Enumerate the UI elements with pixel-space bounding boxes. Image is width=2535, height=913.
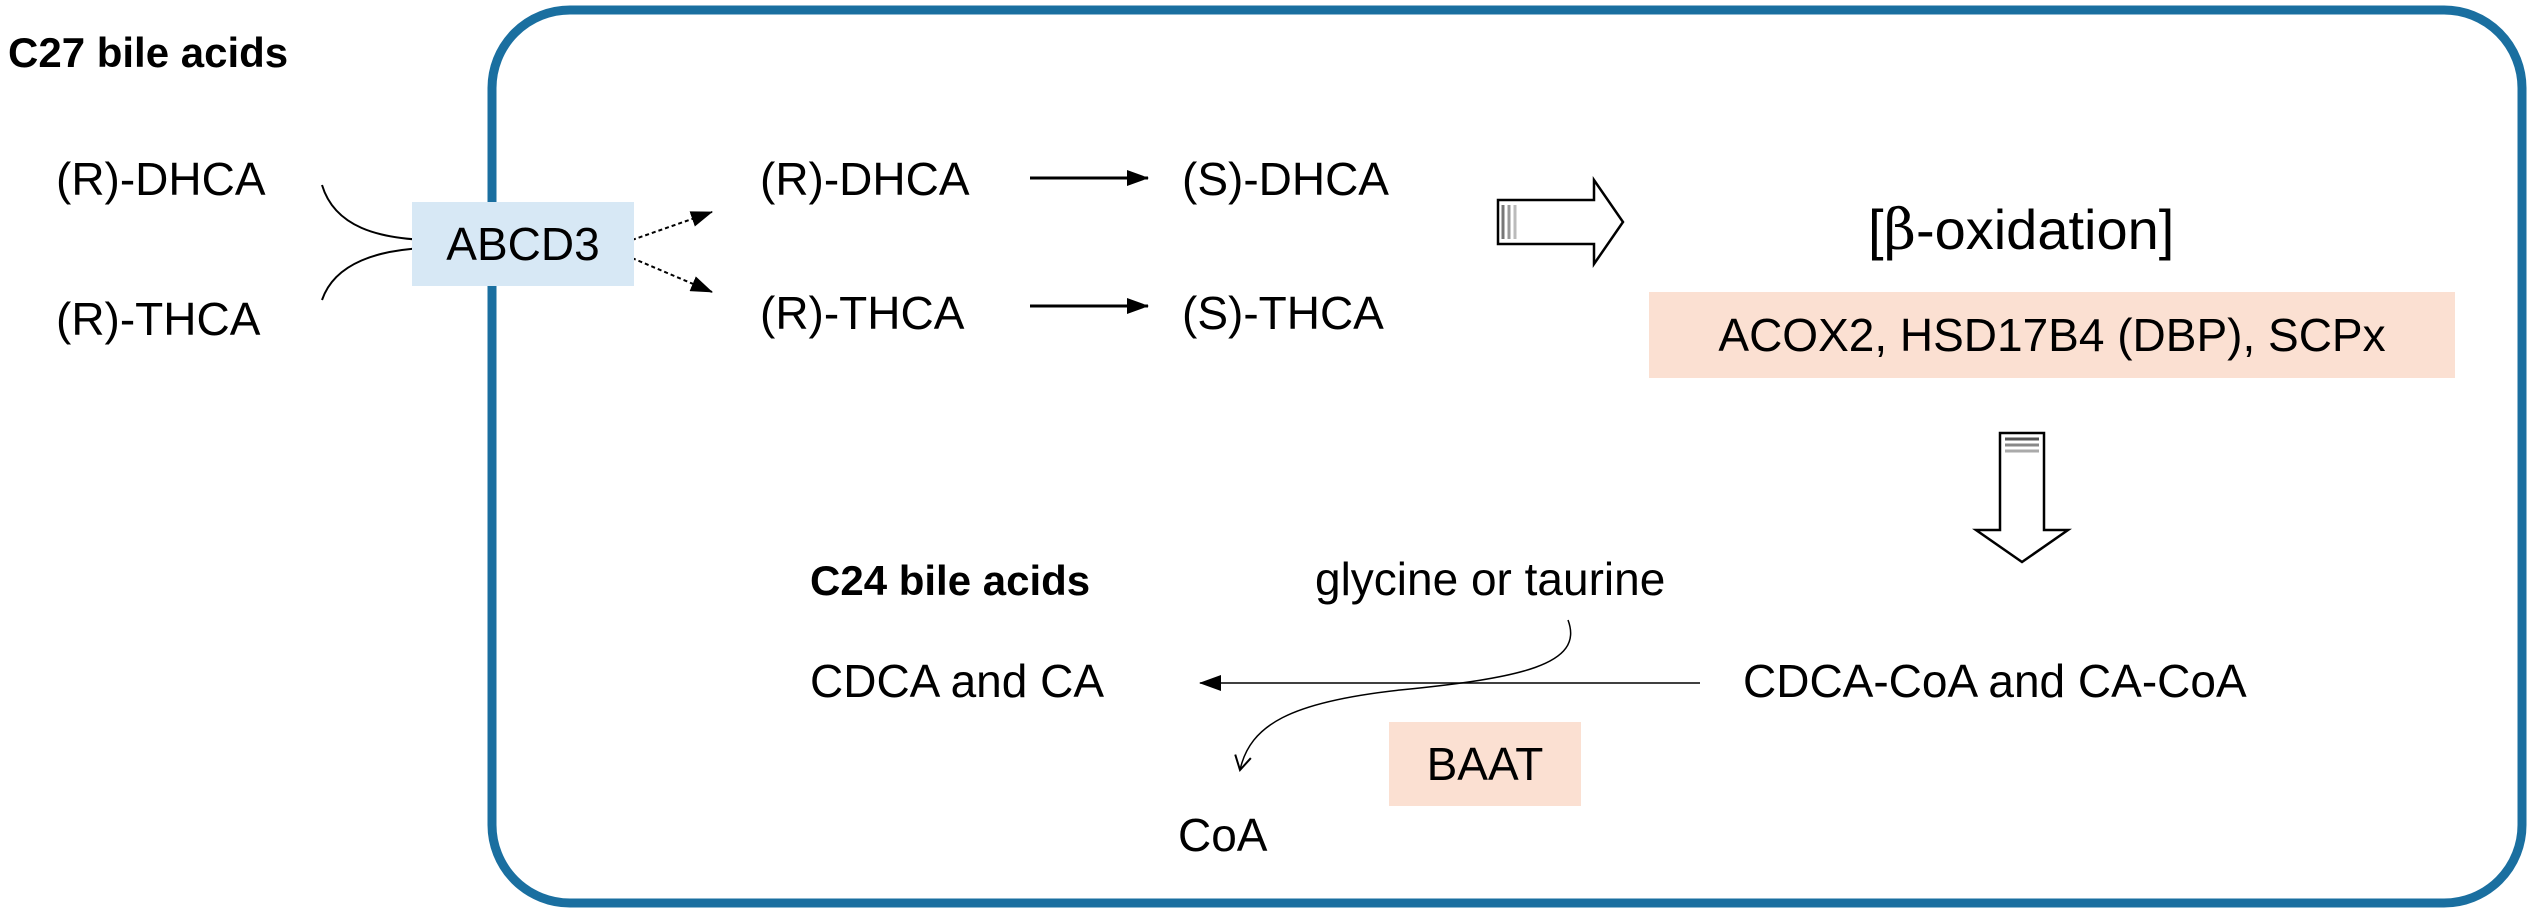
peroxisome-boundary bbox=[487, 5, 2527, 908]
sdhca-label: (S)-DHCA bbox=[1182, 153, 1389, 205]
beta-oxidation-open-bracket: [ bbox=[1868, 198, 1884, 261]
block-arrow-down bbox=[1972, 431, 2072, 564]
beta-oxidation-heading: [β-oxidation] bbox=[1868, 202, 2174, 259]
outside-rdhca-label: (R)-DHCA bbox=[56, 153, 266, 205]
baat-enzyme: BAAT bbox=[1389, 722, 1581, 806]
outside-rthca-label: (R)-THCA bbox=[56, 293, 261, 345]
rthca-import-curve bbox=[321, 247, 426, 301]
abcd3-to-rthca-arrow bbox=[631, 257, 713, 293]
beta-oxidation-enzymes: ACOX2, HSD17B4 (DBP), SCPx bbox=[1649, 292, 2455, 378]
beta-symbol: β bbox=[1883, 198, 1916, 263]
beta-oxidation-suffix: -oxidation] bbox=[1915, 198, 2175, 261]
sthca-label: (S)-THCA bbox=[1182, 287, 1384, 339]
coa-label: CoA bbox=[1178, 809, 1268, 861]
coa-esters-label: CDCA-CoA and CA-CoA bbox=[1743, 655, 2247, 707]
c27-heading: C27 bile acids bbox=[8, 29, 289, 76]
conjugate-coa-curve bbox=[1234, 619, 1572, 772]
c24-heading: C24 bile acids bbox=[810, 557, 1091, 604]
abcd3-label: ABCD3 bbox=[446, 218, 600, 270]
rdhca-import-curve bbox=[321, 184, 426, 241]
abcd3-to-rdhca-arrow bbox=[631, 211, 713, 241]
beta-oxidation-enzymes-label: ACOX2, HSD17B4 (DBP), SCPx bbox=[1718, 309, 2386, 361]
block-arrow-right bbox=[1496, 175, 1625, 269]
abcd3-transporter: ABCD3 bbox=[412, 202, 634, 286]
inside-rdhca-label: (R)-DHCA bbox=[760, 153, 970, 205]
c24-products-label: CDCA and CA bbox=[810, 655, 1105, 707]
conjugate-label: glycine or taurine bbox=[1315, 553, 1666, 605]
baat-label: BAAT bbox=[1426, 738, 1544, 790]
inside-rthca-label: (R)-THCA bbox=[760, 287, 965, 339]
